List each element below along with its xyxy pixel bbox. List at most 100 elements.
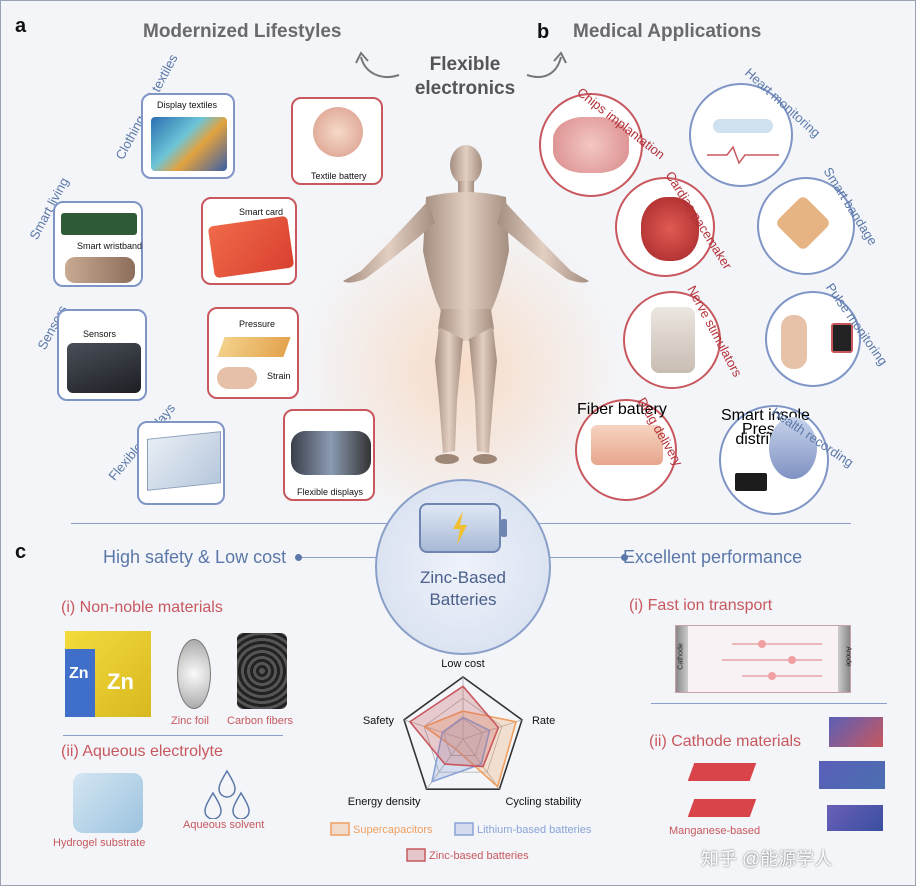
flexible-display-sheet-card <box>137 421 225 505</box>
non-noble-title: (i) Non-noble materials <box>61 599 223 616</box>
battery-icon <box>419 503 507 553</box>
drug-delivery-circle: Fiber battery <box>575 399 677 501</box>
radar-axis-line <box>462 719 523 740</box>
human-figure <box>343 145 589 464</box>
smart-wristband-card: Smart wristband <box>53 201 143 287</box>
nerve-stimulator-circle <box>623 291 721 389</box>
carbon-fibers-label: Carbon fibers <box>227 715 294 727</box>
radar-axis-label: Rate <box>532 715 555 727</box>
modernized-lifestyles-title: Modernized Lifestyles <box>143 21 342 42</box>
zinc-foil-label: Zinc foil <box>171 715 209 727</box>
arm-sleeve-image <box>67 343 141 393</box>
flexible-electronics-title: Flexible electronics <box>405 53 525 101</box>
zinc-batteries-line2: Batteries <box>429 590 497 609</box>
manganese-layer-2 <box>687 799 757 817</box>
flexible-electronics-line1: Flexible <box>429 54 501 75</box>
legend-swatch <box>406 848 426 862</box>
manganese-layer-1 <box>687 763 757 781</box>
smart-card-image <box>207 215 295 279</box>
hand-image <box>217 367 257 389</box>
textile-battery-label: Textile battery <box>311 171 367 181</box>
circuit-image <box>61 213 137 235</box>
hand-pulse-image <box>781 315 807 369</box>
legend-label: Lithium-based batteries <box>477 824 592 836</box>
heart-image <box>641 197 699 261</box>
flexible-displays-card: Flexible displays <box>283 409 375 501</box>
strain-label: Strain <box>267 371 291 381</box>
legend-label: Supercapacitors <box>353 824 433 836</box>
left-sub-divider <box>63 735 283 736</box>
spine-image <box>651 307 695 373</box>
health-recording-circle: Smart insole Pressure distribution <box>719 405 829 515</box>
strain-sheet-image <box>217 337 291 357</box>
insole-image <box>769 417 817 479</box>
smart-card-card: Smart card <box>201 197 297 285</box>
left-connector-dot <box>295 554 302 561</box>
radar-axis-label: Cycling stability <box>505 796 581 808</box>
panel-label-b: b <box>537 21 550 43</box>
pressure-strain-card: Pressure Strain <box>207 307 299 399</box>
medical-applications-title: Medical Applications <box>573 21 762 42</box>
water-drops-icon <box>204 769 250 819</box>
textile-battery-card: Textile battery <box>291 97 383 185</box>
right-sub-divider <box>651 703 887 704</box>
manganese-label: Manganese-based <box>669 825 761 837</box>
textile-image <box>151 117 227 171</box>
hydrogel-label: Hydrogel substrate <box>53 837 146 849</box>
bandage-image <box>774 194 832 252</box>
zinc-batteries-line1: Zinc-Based <box>420 568 506 587</box>
pressure-readout-image <box>735 473 767 491</box>
aqueous-solvent-label: Aqueous solvent <box>183 819 265 831</box>
pulse-monitoring-circle <box>765 291 861 387</box>
panel-label-c: c <box>15 541 27 563</box>
flexible-electronics-line2: electronics <box>414 78 516 99</box>
left-connector <box>299 557 381 558</box>
zinc-foil-image <box>177 639 211 709</box>
heart-monitoring-circle <box>689 83 793 187</box>
right-connector-dot <box>621 554 628 561</box>
pulse-display-image <box>831 323 853 353</box>
brain-image <box>553 117 629 173</box>
zinc-symbol: Zn <box>107 669 134 694</box>
legend-label: Zinc-based batteries <box>429 850 529 862</box>
vanadium-structure-2 <box>819 761 885 789</box>
smart-wristband-label: Smart wristband <box>77 241 143 251</box>
ion-transport-image: Cathode Anode <box>675 625 851 693</box>
zinc-batteries-circle: Zinc-Based Batteries <box>375 479 551 655</box>
brain-chip-circle <box>539 93 643 197</box>
display-textiles-label: Display textiles <box>157 100 218 110</box>
legend-swatch <box>330 822 350 836</box>
curved-arrows <box>355 51 567 78</box>
radar-grid-ring <box>423 697 503 773</box>
radar-axis-label: Low cost <box>441 658 484 670</box>
ion-arrows <box>722 640 822 680</box>
vanadium-structure-1 <box>829 717 883 747</box>
cathode-materials-title: (ii) Cathode materials <box>649 733 802 750</box>
right-connector <box>547 557 625 558</box>
radar-axis-label: Energy density <box>348 796 421 808</box>
fiber-battery-label: Fiber battery <box>577 401 667 418</box>
high-safety-title: High safety & Low cost <box>103 547 287 567</box>
watermark: 知乎 @能源学人 <box>701 849 833 869</box>
anode-plate <box>838 626 850 692</box>
lightning-icon <box>453 511 467 545</box>
heart-pacemaker-circle <box>615 177 715 277</box>
zinc-cube-side <box>65 649 95 717</box>
anode-plate-label: Anode <box>844 646 852 667</box>
panel-label-a: a <box>15 15 27 37</box>
sensors-label: Sensors <box>83 329 117 339</box>
textile-battery-image <box>313 107 363 157</box>
legend-swatch <box>454 822 474 836</box>
wrist-image <box>65 257 135 283</box>
display-textiles-card: Display textiles <box>141 93 235 179</box>
aqueous-electrolyte-title: (ii) Aqueous electrolyte <box>61 743 223 760</box>
flexible-displays-label: Flexible displays <box>297 487 364 497</box>
vanadium-structure-3 <box>827 805 883 831</box>
radar-series-polygon <box>408 685 500 768</box>
radar-axis-line <box>403 719 464 740</box>
bent-display-image <box>291 431 371 475</box>
heart-patch-image <box>713 119 773 133</box>
zinc-batteries-label: Zinc-Based Batteries <box>377 567 549 611</box>
